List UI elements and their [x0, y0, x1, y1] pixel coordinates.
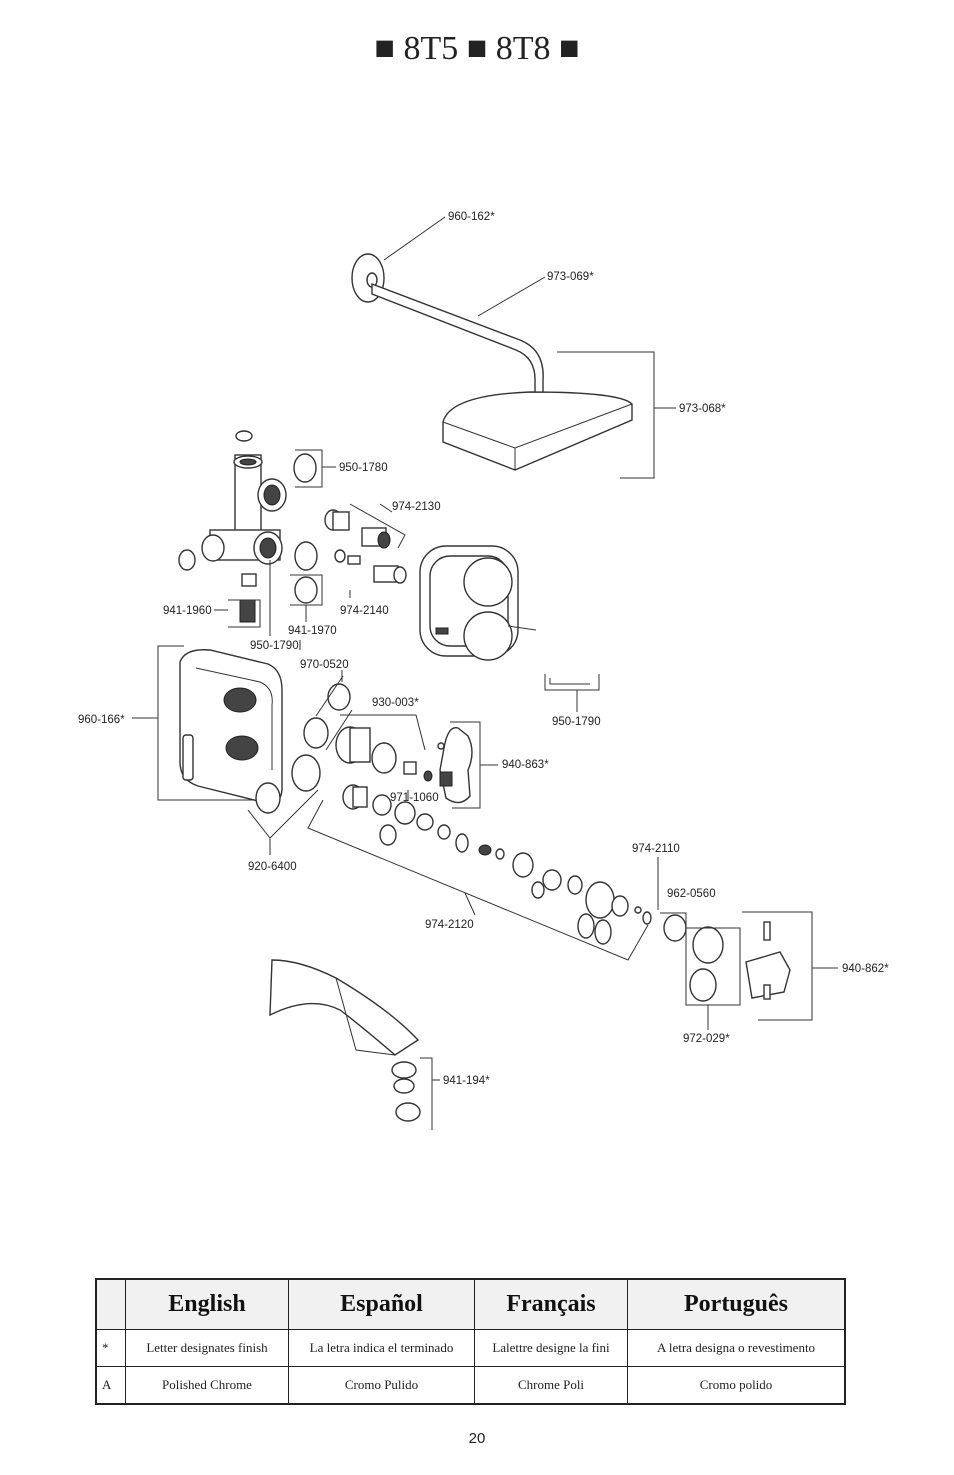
table-row: A Polished Chrome Cromo Pulido Chrome Po…: [95, 1366, 846, 1405]
label-960-166: 960-166*: [78, 714, 125, 726]
label-974-2130: 974-2130: [392, 501, 441, 513]
sleeve-972-029: [685, 926, 741, 1030]
label-973-069: 973-069*: [547, 271, 594, 283]
handle-940-863: [437, 721, 498, 809]
label-960-162: 960-162*: [448, 211, 495, 223]
label-974-2110: 974-2110: [632, 843, 680, 855]
rough-valve-block: [419, 545, 537, 661]
legend-key: A: [95, 1366, 126, 1405]
finish-legend-table: English Español Français Português * Let…: [95, 1278, 846, 1405]
label-974-2120: 974-2120: [425, 919, 474, 931]
label-950-1790-a: 950-1790: [250, 640, 299, 652]
cartridge-974-2140: [294, 541, 407, 598]
label-970-0520: 970-0520: [300, 659, 349, 671]
tub-spout: [269, 959, 420, 1056]
spacer-930-003: [335, 714, 433, 782]
shower-head: [442, 391, 633, 471]
diverter-941-194: [391, 1057, 440, 1130]
legend-header-english: English: [125, 1278, 289, 1330]
legend-header-francais: Français: [474, 1278, 628, 1330]
label-940-863: 940-863*: [502, 759, 549, 771]
label-941-194: 941-194*: [443, 1075, 490, 1087]
legend-key: *: [95, 1329, 126, 1367]
label-920-6400: 920-6400: [248, 861, 297, 873]
exploded-parts-diagram: 960-162* 973-069* 973-068* 950-1780 974-…: [78, 211, 889, 1130]
legend-cell-portugues: Cromo polido: [627, 1366, 846, 1405]
cartridge-974-2120: [307, 784, 649, 961]
legend-header-key: [95, 1278, 126, 1330]
oring-950-1780: [293, 453, 317, 483]
shower-arm: [371, 282, 544, 399]
page-number: 20: [468, 1430, 486, 1447]
oring-941-1970: [294, 576, 318, 604]
label-974-2140: 974-2140: [340, 605, 389, 617]
label-950-1780: 950-1780: [339, 462, 388, 474]
legend-cell-english: Polished Chrome: [125, 1366, 289, 1405]
label-950-1790-b: 950-1790: [552, 716, 601, 728]
legend-cell-portugues: A letra designa o revestimento: [627, 1329, 846, 1367]
handle-940-862: [742, 911, 838, 1021]
table-row: * Letter designates finish La letra indi…: [95, 1329, 846, 1367]
cartridge-974-2130: [324, 503, 406, 549]
label-930-003: 930-003*: [372, 697, 419, 709]
legend-cell-francais: Lalettre designe la fini: [474, 1329, 628, 1367]
bracket-973-068: [557, 351, 655, 479]
legend-header-row: English Español Français Português: [95, 1278, 846, 1330]
legend-cell-espanol: Cromo Pulido: [288, 1366, 475, 1405]
page-title: ■ 8T5 ■ 8T8 ■: [374, 30, 580, 67]
legend-cell-english: Letter designates finish: [125, 1329, 289, 1367]
label-972-029: 972-029*: [683, 1033, 730, 1045]
oring-970-0520: [327, 683, 351, 711]
legend-cell-francais: Chrome Poli: [474, 1366, 628, 1405]
legend-cell-espanol: La letra indica el terminado: [288, 1329, 475, 1367]
retainer-962-0560: [660, 912, 687, 942]
check-valve-941-1960: [239, 599, 256, 623]
label-971-1060: 971-1060: [390, 792, 439, 804]
trim-plate: [179, 649, 283, 805]
label-941-1970: 941-1970: [288, 625, 337, 637]
hex-key: [544, 674, 600, 712]
label-973-068: 973-068*: [679, 403, 726, 415]
valve-body: [178, 430, 287, 587]
legend-header-portugues: Português: [627, 1278, 846, 1330]
legend-header-espanol: Español: [288, 1278, 475, 1330]
label-962-0560: 962-0560: [667, 888, 716, 900]
label-940-862: 940-862*: [842, 963, 889, 975]
label-941-1960: 941-1960: [163, 605, 212, 617]
